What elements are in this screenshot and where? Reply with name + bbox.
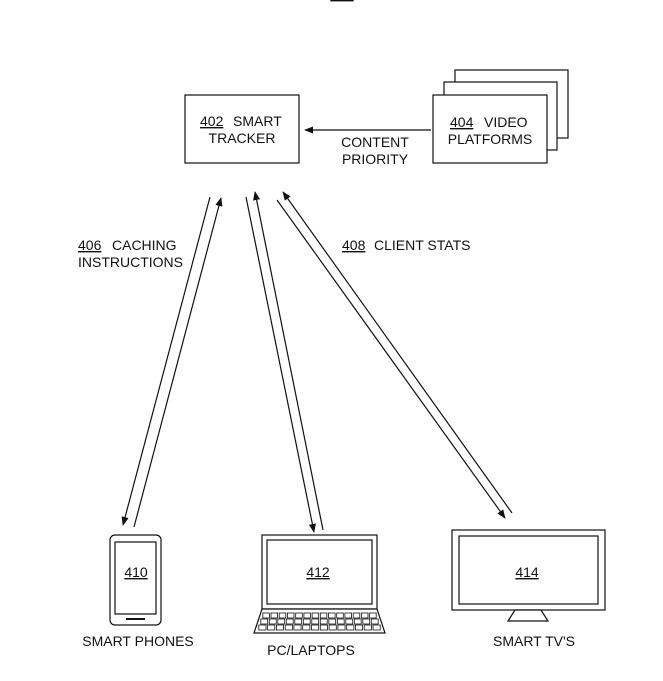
keyboard-key bbox=[345, 618, 354, 625]
keyboard-key bbox=[337, 624, 346, 631]
keyboard-key bbox=[258, 624, 267, 631]
keyboard-key bbox=[302, 624, 311, 631]
keyboard-key bbox=[311, 612, 320, 619]
content-priority-line1: CONTENT bbox=[341, 134, 409, 150]
figure-number: 400 bbox=[330, 0, 354, 2]
keyboard-key bbox=[353, 618, 362, 625]
smart-tracker-ref: 402 bbox=[200, 113, 224, 129]
keyboard-key bbox=[267, 624, 276, 631]
arrow-tracker-to-tvs bbox=[276, 199, 506, 519]
keyboard-key bbox=[311, 618, 320, 625]
keyboard-key bbox=[363, 624, 372, 631]
pc-laptops-caption: PC/LAPTOPS bbox=[267, 642, 355, 658]
keyboard-key bbox=[286, 612, 295, 619]
caching-instructions-line1: CACHING bbox=[112, 237, 177, 253]
keyboard-key bbox=[352, 612, 361, 619]
caching-instructions-ref: 406 bbox=[78, 237, 102, 253]
arrow-tracker-to-laptops bbox=[245, 196, 316, 533]
video-platforms-stack: 404 VIDEO PLATFORMS bbox=[432, 69, 569, 164]
smart-phones-caption: SMART PHONES bbox=[82, 633, 194, 649]
video-platforms-line1: VIDEO bbox=[484, 114, 528, 130]
keyboard-key bbox=[285, 618, 294, 625]
keyboard-key bbox=[336, 612, 344, 619]
keyboard-key bbox=[354, 624, 363, 631]
keyboard-key bbox=[275, 624, 284, 631]
laptop-device: 412 bbox=[253, 534, 386, 634]
smart-tvs-caption: SMART TV'S bbox=[493, 633, 575, 649]
keyboard-key bbox=[372, 624, 381, 631]
keyboard-key bbox=[311, 624, 320, 631]
keyboard-key bbox=[369, 612, 377, 619]
keyboard-key bbox=[303, 612, 311, 619]
keyboard-key bbox=[328, 624, 337, 631]
laptop-ref: 412 bbox=[306, 564, 330, 580]
keyboard-key bbox=[346, 624, 355, 631]
keyboard-key bbox=[295, 612, 303, 619]
arrow-laptops-to-tracker bbox=[253, 191, 324, 531]
client-stats-text: CLIENT STATS bbox=[374, 237, 470, 253]
smart-tracker-line1: SMART bbox=[233, 113, 282, 129]
smart-tv-device: 414 bbox=[451, 529, 606, 622]
arrow-tracker-to-phones bbox=[121, 196, 211, 526]
laptop-keyboard bbox=[258, 612, 381, 631]
keyboard-key bbox=[284, 624, 293, 631]
keyboard-key bbox=[370, 618, 379, 625]
keyboard-key bbox=[260, 618, 269, 625]
arrow-phones-to-tracker bbox=[133, 197, 223, 528]
keyboard-key bbox=[277, 618, 286, 625]
client-stats-ref: 408 bbox=[342, 237, 366, 253]
keyboard-key bbox=[270, 612, 278, 619]
keyboard-key bbox=[278, 612, 287, 619]
video-platforms-line2: PLATFORMS bbox=[448, 131, 533, 147]
keyboard-key bbox=[262, 612, 270, 619]
keyboard-key bbox=[336, 618, 345, 625]
smart-tracker-box: 402 SMART TRACKER bbox=[184, 94, 300, 164]
arrow-tvs-to-tracker bbox=[282, 191, 513, 514]
keyboard-key bbox=[362, 618, 371, 625]
keyboard-key bbox=[302, 618, 311, 625]
keyboard-key bbox=[328, 612, 336, 619]
smart-phone-ref: 410 bbox=[124, 564, 148, 580]
keyboard-key bbox=[344, 612, 352, 619]
keyboard-key bbox=[268, 618, 277, 625]
smart-phone-device: 410 bbox=[109, 534, 162, 626]
keyboard-key bbox=[294, 618, 303, 625]
keyboard-key bbox=[328, 618, 337, 625]
keyboard-key bbox=[360, 612, 369, 619]
smart-tracker-line2: TRACKER bbox=[209, 130, 276, 146]
smart-tv-ref: 414 bbox=[515, 564, 539, 580]
keyboard-key bbox=[319, 618, 328, 625]
keyboard-key bbox=[319, 612, 328, 619]
content-priority-line2: PRIORITY bbox=[342, 151, 409, 167]
caching-instructions-line2: INSTRUCTIONS bbox=[78, 254, 183, 270]
video-platforms-ref: 404 bbox=[450, 114, 474, 130]
keyboard-key bbox=[293, 624, 302, 631]
keyboard-key bbox=[319, 624, 328, 631]
